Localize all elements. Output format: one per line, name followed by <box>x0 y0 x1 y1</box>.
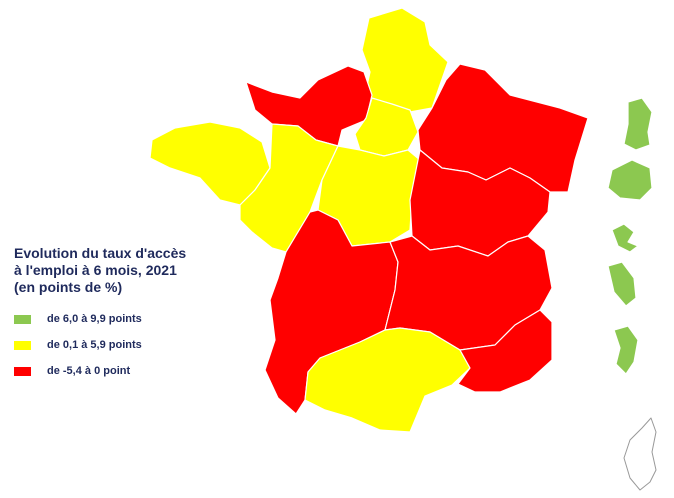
legend-title-line: à l'emploi à 6 mois, 2021 <box>14 262 177 278</box>
legend-item-low: de -5,4 à 0 point <box>14 358 244 384</box>
region-la-reunion: La Réunion <box>607 159 653 201</box>
region-ile-de-france: Île-de-France <box>354 97 419 157</box>
map-legend: Evolution du taux d'accès à l'emploi à 6… <box>14 245 244 384</box>
region-paca: Provence-Alpes-Côte d'Azur <box>457 309 553 393</box>
legend-swatch <box>14 340 31 350</box>
legend-item-mid: de 0,1 à 5,9 points <box>14 332 244 358</box>
region-guyane: Guyane <box>623 97 653 151</box>
legend-title: Evolution du taux d'accès à l'emploi à 6… <box>14 245 244 296</box>
legend-title-line: Evolution du taux d'accès <box>14 245 187 261</box>
region-guadeloupe: Guadeloupe <box>611 223 639 253</box>
legend-item-high: de 6,0 à 9,9 points <box>14 306 244 332</box>
legend-swatch <box>14 366 31 376</box>
legend-label: de 6,0 à 9,9 points <box>47 313 142 325</box>
region-mayotte: Mayotte <box>613 325 639 375</box>
region-occitanie: Occitanie <box>304 327 471 433</box>
legend-swatch <box>14 314 31 324</box>
legend-label: de 0,1 à 5,9 points <box>47 339 142 351</box>
region-hauts-de-france: Hauts-de-France <box>361 7 449 113</box>
legend-title-line: (en points de %) <box>14 279 123 295</box>
region-corse: Corse <box>623 417 657 491</box>
region-martinique: Martinique <box>607 261 637 307</box>
legend-label: de -5,4 à 0 point <box>47 365 131 377</box>
